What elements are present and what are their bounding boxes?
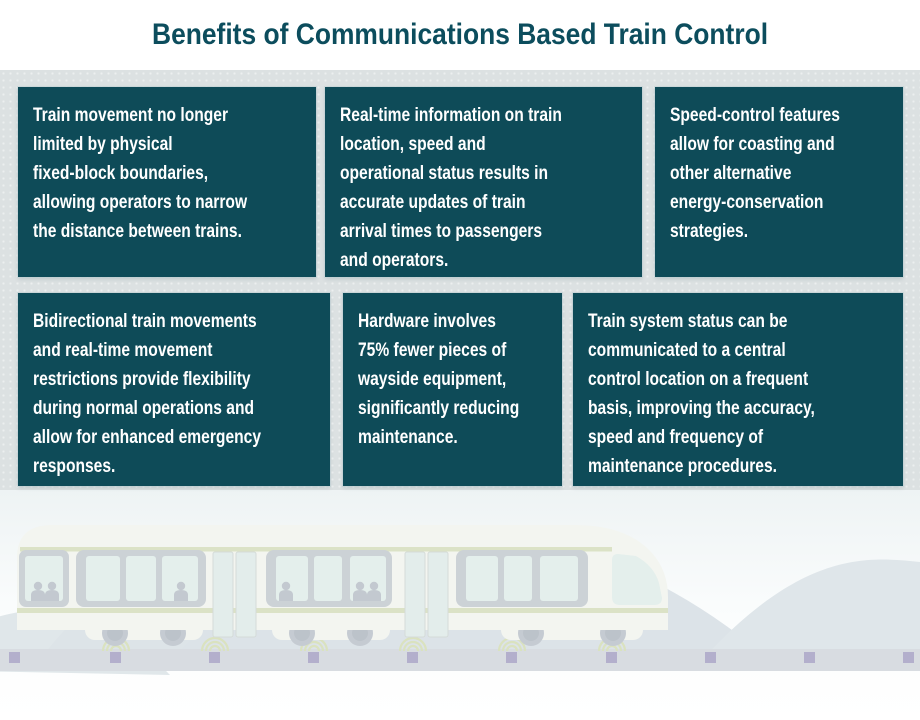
benefit-card-text: Speed-control features allow for coastin… [670, 104, 840, 242]
benefit-card-system-status: Train system status can be communicated … [573, 293, 903, 486]
benefit-card-text: Train system status can be communicated … [588, 310, 815, 477]
track [0, 649, 920, 671]
benefit-card-text: Hardware involves 75% fewer pieces of wa… [358, 310, 520, 448]
benefit-card-fixed-block: Train movement no longer limited by phys… [18, 87, 316, 277]
page-title: Benefits of Communications Based Train C… [151, 18, 769, 51]
benefit-card-real-time-info: Real-time information on train location,… [325, 87, 642, 277]
train-windows [19, 550, 662, 607]
train-stripe-bottom [17, 608, 668, 613]
benefit-card-hardware: Hardware involves 75% fewer pieces of wa… [343, 293, 562, 486]
header: Benefits of Communications Based Train C… [0, 0, 920, 70]
benefit-card-text: Real-time information on train location,… [340, 104, 562, 271]
train-doors [212, 551, 449, 638]
benefit-card-text: Bidirectional train movements and real-t… [33, 310, 262, 477]
train [17, 525, 668, 646]
train-illustration [0, 525, 920, 675]
beacon-squares [9, 652, 914, 663]
benefit-card-text: Train movement no longer limited by phys… [33, 104, 248, 242]
benefit-card-bidirectional: Bidirectional train movements and real-t… [18, 293, 330, 486]
train-stripe-top [20, 547, 612, 552]
benefit-card-speed-control: Speed-control features allow for coastin… [655, 87, 903, 277]
train-windshield [612, 554, 662, 605]
